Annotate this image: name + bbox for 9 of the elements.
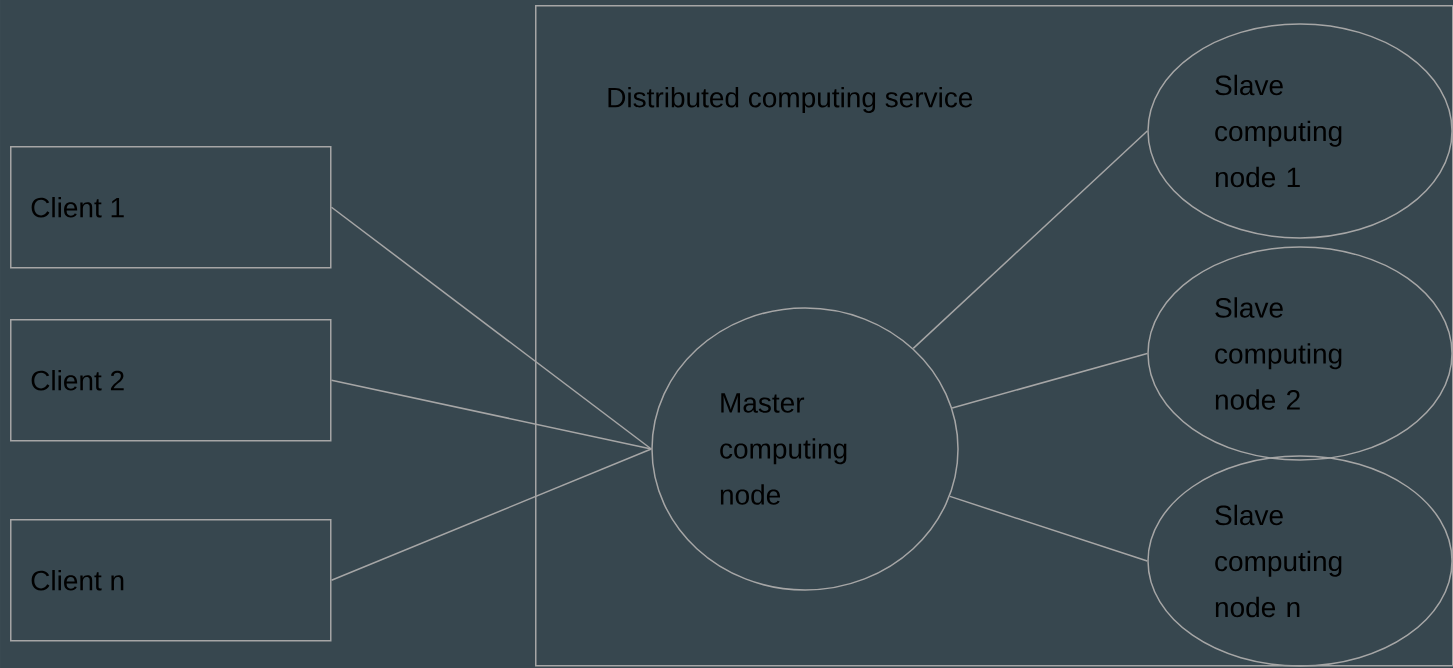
client-box: Client 2 <box>10 319 332 442</box>
connector-line <box>330 448 652 581</box>
connector-line <box>912 130 1148 350</box>
client-box: Client n <box>10 519 332 642</box>
connector-line <box>951 352 1148 409</box>
connector-line <box>949 495 1148 562</box>
client-box: Client 1 <box>10 146 332 269</box>
connector-line <box>330 206 652 450</box>
connector-line <box>330 379 652 450</box>
